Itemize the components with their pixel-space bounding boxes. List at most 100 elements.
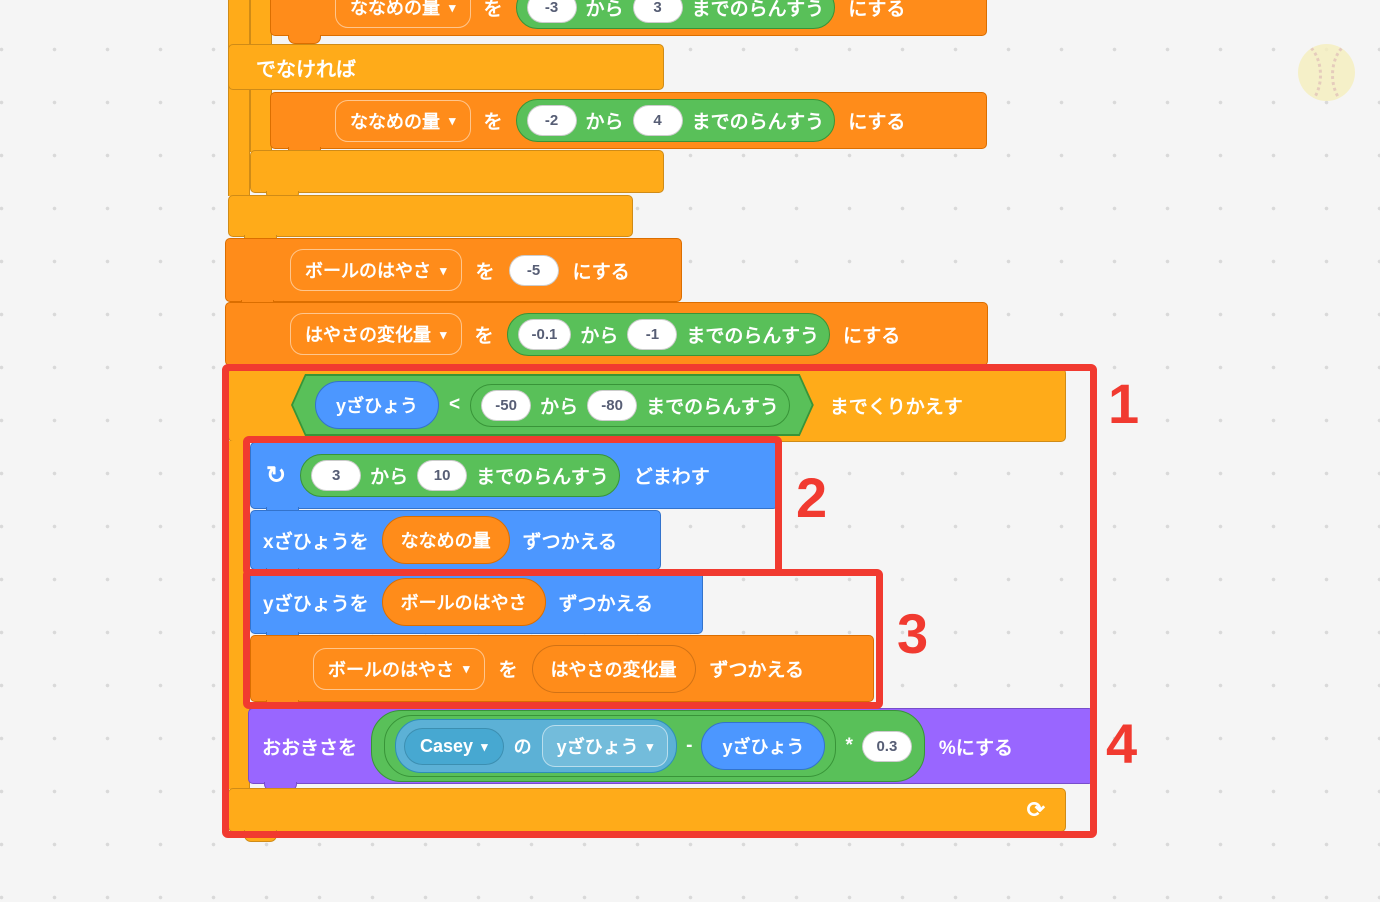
less-than-operator: < [449,394,461,415]
random-label: までのらんすう [646,396,779,418]
suffix-label: にする [843,325,901,347]
random-number-block[interactable]: -2 から 4 までのらんすう [515,99,836,142]
particle-label: を [483,112,503,133]
change-variable-block[interactable]: ボールのはやさ ▾ を はやさの変化量 ずつかえる [250,635,874,702]
dropdown-arrow-icon: ▾ [463,661,470,676]
variable-dropdown[interactable]: ななめの量 ▾ [335,0,471,28]
sensing-of-block[interactable]: Casey ▾ の yざひょう ▾ [395,719,678,773]
else-bar[interactable]: でなければ [228,44,664,90]
minus-operator: - [686,735,693,756]
kara-label: から [580,325,619,347]
random-number-block[interactable]: -50 から -80 までのらんすう [470,384,790,427]
random-to-input[interactable]: 10 [417,460,468,491]
by-label: ずつかえる [558,593,654,615]
random-label: までのらんすう [691,0,825,20]
kara-label: から [370,467,409,488]
factor-input[interactable]: 0.3 [861,730,912,762]
variable-dropdown-label: ななめの量 [350,0,440,18]
y-position-reporter[interactable]: yざひょう [315,381,439,429]
connector-bump [288,35,321,44]
value-input[interactable]: -5 [508,254,559,286]
random-to-input[interactable]: 4 [632,105,683,136]
random-from-input[interactable]: -2 [526,105,577,136]
variable-dropdown[interactable]: ななめの量 ▾ [335,99,471,142]
turn-right-block[interactable]: ↻ 3 から 10 までのらんすう どまわす [250,442,778,509]
sprite-dropdown-label: Casey [420,735,474,756]
variable-dropdown-label: はやさの変化量 [305,325,431,345]
set-variable-block-diag2[interactable]: ななめの量 ▾ を -2 から 4 までのらんすう にする [270,92,987,149]
annotation-box-3 [243,569,883,709]
of-label: の [513,737,532,757]
dropdown-arrow-icon: ▾ [440,262,447,278]
ifelse-bottom-bar[interactable] [250,150,664,193]
random-from-input[interactable]: -50 [481,390,531,421]
tennis-ball-seam [1298,44,1322,101]
property-dropdown[interactable]: yざひょう ▾ [541,725,669,767]
annotation-number-2: 2 [796,466,828,529]
variable-dropdown[interactable]: ボールのはやさ ▾ [313,647,485,690]
degrees-label: どまわす [633,467,710,488]
tennis-ball-seam [1331,44,1355,101]
dropdown-arrow-icon: ▾ [646,738,654,754]
percent-label: %にする [938,737,1013,759]
suffix-label: にする [848,0,906,20]
repeat-until-block[interactable]: yざひょう < -50 から -80 までのらんすう までくりかえす [228,368,1066,442]
random-number-block[interactable]: -3 から 3 までのらんすう [515,0,836,29]
kara-label: から [540,396,579,418]
random-number-block[interactable]: -0.1 から -1 までのらんすう [506,312,831,356]
random-to-input[interactable]: -1 [627,318,678,350]
annotation-number-1: 1 [1108,372,1140,435]
multiply-block[interactable]: Casey ▾ の yざひょう ▾ - yざひょう * 0.3 [371,710,925,782]
repeat-until-label: までくりかえす [829,396,963,418]
loop-arrow-icon: ⟳ [1026,797,1045,822]
kara-label: から [585,112,624,133]
suffix-label: にする [572,261,630,283]
variable-reporter-speeddelta[interactable]: はやさの変化量 [531,644,696,693]
sprite-dropdown[interactable]: Casey ▾ [404,727,504,765]
kara-label: から [585,0,624,20]
outer-cblock-bottom-bar[interactable] [228,195,633,237]
set-variable-block-diag1[interactable]: ななめの量 ▾ を -3 から 3 までのらんすう にする [270,0,987,36]
annotation-box-2 [243,436,782,576]
variable-dropdown-label: ボールのはやさ [305,261,431,281]
set-speed-delta-block[interactable]: はやさの変化量 ▾ を -0.1 から -1 までのらんすう にする [225,302,988,366]
particle-label: を [474,325,494,347]
random-label: までのらんすう [686,325,820,347]
particle-label: を [475,261,495,283]
random-label: までのらんすう [476,467,609,488]
particle-label: を [498,660,518,681]
dropdown-arrow-icon: ▾ [449,113,456,128]
variable-reporter-ballspeed[interactable]: ボールのはやさ [381,578,546,626]
dropdown-arrow-icon: ▾ [481,738,488,754]
subtract-block[interactable]: Casey ▾ の yざひょう ▾ - yざひょう [384,715,837,777]
set-size-block[interactable]: おおきさを Casey ▾ の yざひょう ▾ - yざひょう * [248,708,1094,784]
change-x-label: xざひょうを [263,531,369,553]
set-ball-speed-block[interactable]: ボールのはやさ ▾ を -5 にする [225,238,682,302]
random-from-input[interactable]: -3 [526,0,577,23]
variable-dropdown[interactable]: ボールのはやさ ▾ [290,249,462,291]
variable-reporter-diag[interactable]: ななめの量 [381,516,510,564]
suffix-label: にする [848,112,906,133]
outer-cblock-left-wall[interactable] [228,0,250,196]
by-label: ずつかえる [709,660,804,681]
variable-dropdown-label: ななめの量 [350,111,440,132]
random-to-input[interactable]: -80 [587,390,637,421]
y-position-reporter[interactable]: yざひょう [701,722,826,770]
boolean-condition[interactable]: yざひょう < -50 から -80 までのらんすう [291,374,814,436]
dropdown-arrow-icon: ▾ [449,0,456,15]
multiply-operator: * [845,735,853,756]
change-x-block[interactable]: xざひょうを ななめの量 ずつかえる [250,510,661,570]
particle-label: を [483,0,503,20]
annotation-box-1 [222,364,1097,838]
random-from-input[interactable]: 3 [311,460,362,491]
variable-dropdown-label: ボールのはやさ [328,659,454,680]
random-from-input[interactable]: -0.1 [517,318,572,350]
random-to-input[interactable]: 3 [632,0,683,23]
annotation-number-4: 4 [1106,712,1138,775]
random-number-block[interactable]: 3 から 10 までのらんすう [300,454,620,497]
turn-clockwise-icon: ↻ [266,461,287,489]
by-label: ずつかえる [522,531,618,553]
property-dropdown-label: yざひょう [556,737,639,757]
variable-dropdown[interactable]: はやさの変化量 ▾ [290,313,462,355]
